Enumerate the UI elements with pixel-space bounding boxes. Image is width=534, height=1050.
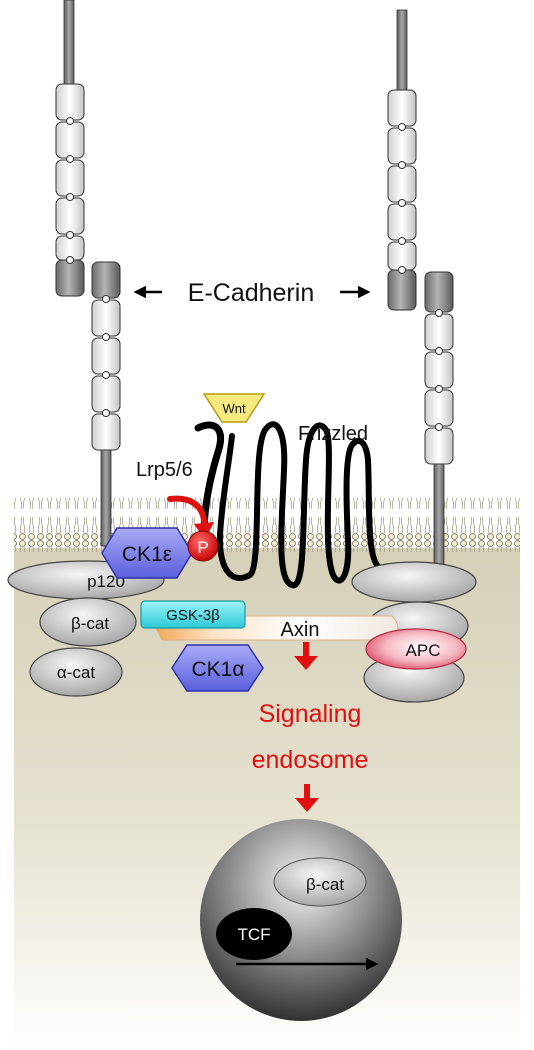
ck1a-label: CK1α xyxy=(192,658,245,681)
phosphate-group xyxy=(187,530,219,562)
frizzled-label: Frizzled xyxy=(298,423,368,445)
ck1-alpha-protein xyxy=(171,644,264,692)
ck1-epsilon-protein xyxy=(101,527,193,579)
apc-protein xyxy=(365,628,467,670)
e-cadherin-left-short xyxy=(91,261,121,547)
right-p120 xyxy=(351,561,477,603)
apc-label: APC xyxy=(406,641,441,660)
e-cadherin-right-tall xyxy=(387,9,417,311)
signal-arrow-2 xyxy=(295,784,319,812)
ecadherin-label: E-Cadherin xyxy=(188,279,314,307)
beta-catenin-membrane xyxy=(39,597,137,647)
axin-label: Axin xyxy=(281,619,320,641)
e-cadherin-right-short xyxy=(424,271,454,565)
ck1e-label: CK1ε xyxy=(122,543,172,566)
p-label: P xyxy=(197,538,208,557)
lrp-coreceptor xyxy=(194,421,224,539)
signal-arrow-1 xyxy=(294,642,318,670)
tcf-factor xyxy=(216,908,292,960)
nuclear-bcat-label: β-cat xyxy=(306,875,344,894)
tcf-label: TCF xyxy=(237,925,270,944)
frizzled-receptor xyxy=(216,421,383,589)
endosome-label: endosome xyxy=(252,746,369,774)
alpha-cat-label: α-cat xyxy=(57,663,95,682)
gsk3b-protein xyxy=(140,600,246,629)
wnt-ligand xyxy=(202,393,266,423)
alpha-catenin xyxy=(29,647,123,697)
nuclear-beta-catenin xyxy=(273,857,367,907)
e-cadherin-left-tall xyxy=(55,0,85,297)
lrp-label: Lrp5/6 xyxy=(136,459,193,481)
signaling-label: Signaling xyxy=(259,700,362,728)
wnt-label: Wnt xyxy=(222,401,246,416)
phosphorylation-arrow xyxy=(167,495,208,529)
beta-cat-label: β-cat xyxy=(71,614,109,633)
gsk-label: GSK-3β xyxy=(166,607,220,624)
